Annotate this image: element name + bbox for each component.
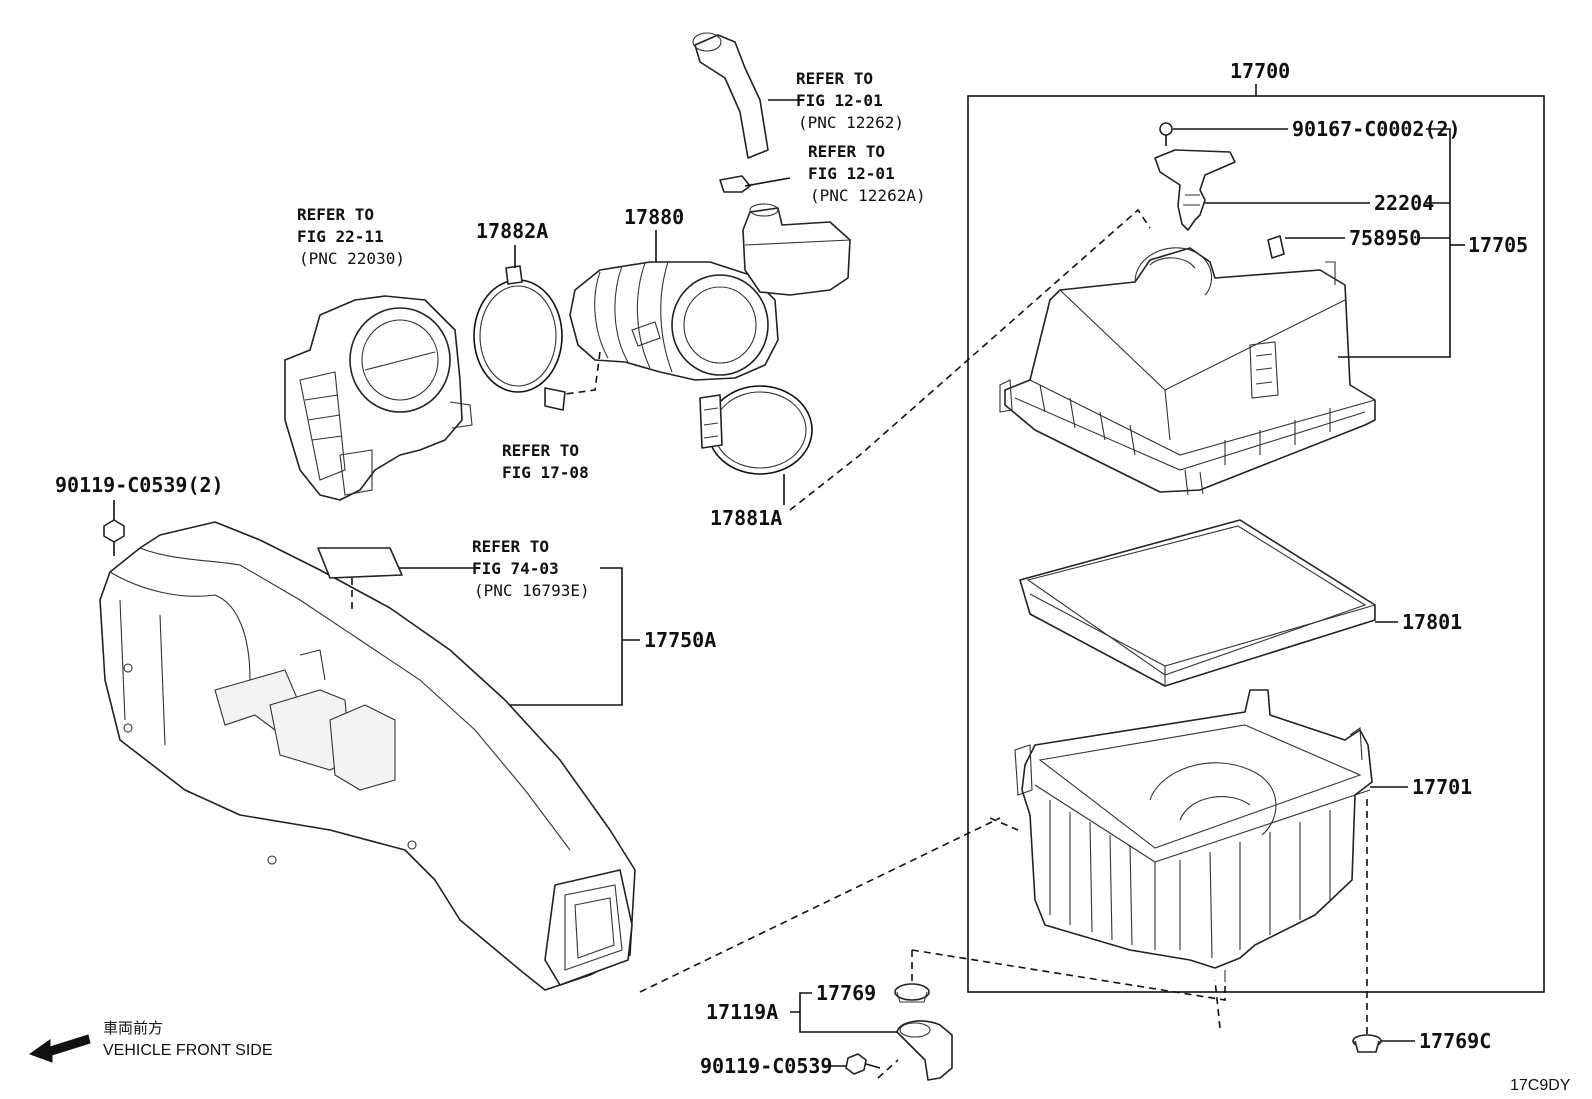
svg-text:REFER TO: REFER TO: [297, 205, 374, 224]
label-17769: 17769: [816, 981, 876, 1005]
diagram-code: 17C9DY: [1510, 1077, 1571, 1094]
label-sticker-758950-drawing: [1267, 235, 1285, 259]
svg-text:(PNC 12262): (PNC 12262): [798, 113, 904, 132]
label-17750A: 17750A: [644, 628, 716, 652]
svg-text:REFER TO: REFER TO: [796, 69, 873, 88]
label-17700: 17700: [1230, 59, 1290, 83]
svg-text:FIG 17-08: FIG 17-08: [502, 463, 589, 482]
throttle-body-drawing: [284, 295, 473, 501]
ref-fig-12-01-12262A: REFER TO FIG 12-01 (PNC 12262A): [808, 142, 926, 205]
label-90119x2: 90119-C0539(2): [55, 473, 224, 497]
svg-text:FIG 12-01: FIG 12-01: [808, 164, 895, 183]
ref-fig-12-01-12262: REFER TO FIG 12-01 (PNC 12262): [796, 69, 904, 132]
label-22204: 22204: [1374, 191, 1434, 215]
sensor-22204-drawing: [1154, 149, 1236, 231]
inlet-hose-17880-drawing: [544, 261, 779, 411]
bolt-90119-drawing: [845, 1053, 881, 1075]
grommet-17769-drawing: [894, 983, 930, 1003]
breather-hose-drawing: [692, 32, 791, 193]
svg-text:FIG 22-11: FIG 22-11: [297, 227, 384, 246]
svg-text:REFER TO: REFER TO: [472, 537, 549, 556]
screw-90167-drawing: [1159, 122, 1173, 146]
ref-fig-17-08: REFER TO FIG 17-08: [502, 441, 589, 482]
svg-text:(PNC 16793E): (PNC 16793E): [474, 581, 590, 600]
label-17705: 17705: [1468, 233, 1528, 257]
label-90167: 90167-C0002(2): [1292, 117, 1461, 141]
grommet-17769C-drawing: [1352, 1034, 1382, 1053]
clamp-17882A-drawing: [473, 265, 563, 393]
filter-element-17801-drawing: [1019, 519, 1376, 687]
front-arrow-icon: [28, 1034, 91, 1063]
bolt-90119x2-drawing: [103, 500, 125, 556]
intake-duct-17750A-drawing: [99, 521, 636, 991]
label-17801: 17801: [1402, 610, 1462, 634]
label-17880: 17880: [624, 205, 684, 229]
ref-fig-74-03: REFER TO FIG 74-03 (PNC 16793E): [472, 537, 590, 600]
air-cleaner-case-17701-drawing: [1014, 689, 1373, 982]
leader-lines: [317, 99, 1465, 1079]
air-cleaner-cap-drawing: [999, 247, 1376, 496]
svg-text:FIG 74-03: FIG 74-03: [472, 559, 559, 578]
svg-text:FIG 12-01: FIG 12-01: [796, 91, 883, 110]
svg-text:REFER TO: REFER TO: [502, 441, 579, 460]
resonator-drawing: [742, 203, 851, 296]
label-17119A: 17119A: [706, 1000, 778, 1024]
bracket-17119A-drawing: [896, 1020, 953, 1081]
label-90119: 90119-C0539: [700, 1054, 832, 1078]
label-17881A: 17881A: [710, 506, 782, 530]
svg-text:REFER TO: REFER TO: [808, 142, 885, 161]
label-17769C: 17769C: [1419, 1029, 1491, 1053]
clamp-17881A-drawing: [699, 385, 813, 475]
svg-text:(PNC 12262A): (PNC 12262A): [810, 186, 926, 205]
label-17701: 17701: [1412, 775, 1472, 799]
label-758950: 758950: [1349, 226, 1421, 250]
front-side-japanese: 車両前方: [103, 1019, 163, 1037]
label-17882A: 17882A: [476, 219, 548, 243]
front-side-english: VEHICLE FRONT SIDE: [103, 1042, 273, 1059]
assembly-box-17700: [967, 84, 1545, 993]
ref-fig-22-11: REFER TO FIG 22-11 (PNC 22030): [297, 205, 405, 268]
svg-text:(PNC 22030): (PNC 22030): [299, 249, 405, 268]
